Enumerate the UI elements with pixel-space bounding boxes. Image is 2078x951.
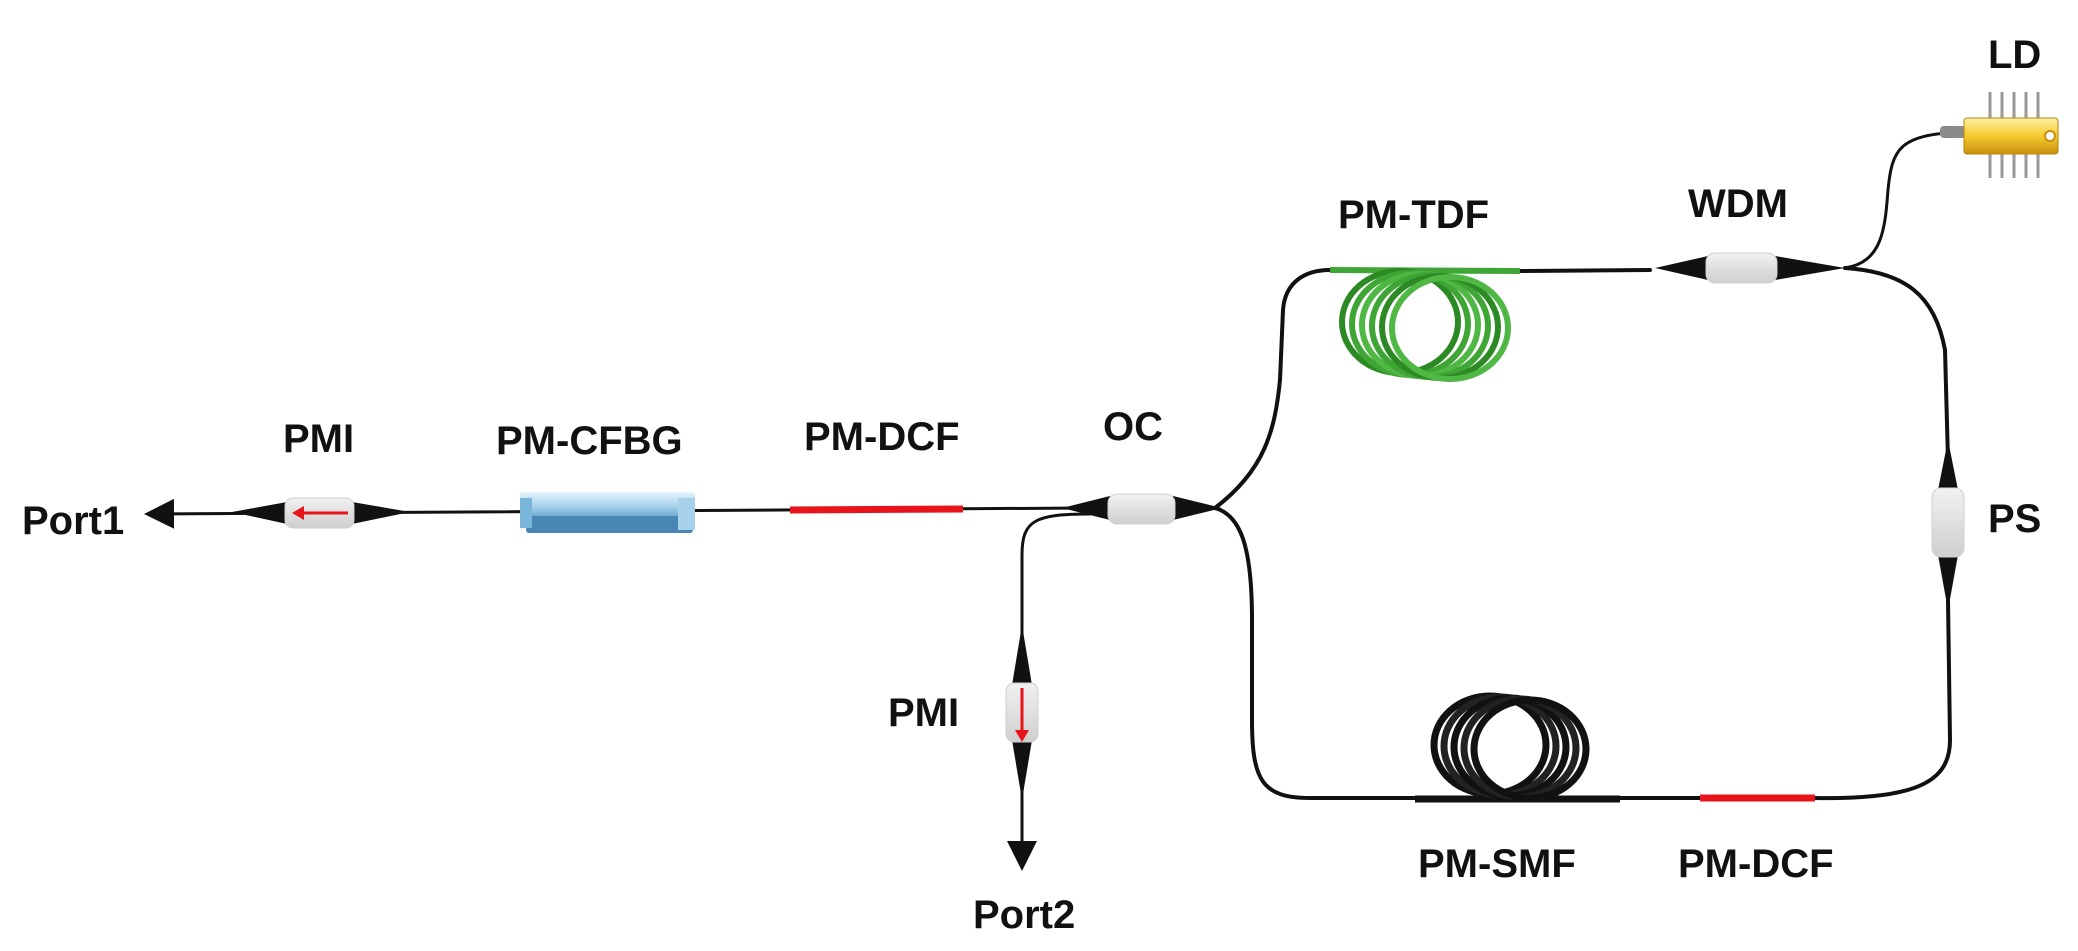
fiber-bottom-to-oc: [1213, 506, 1347, 800]
ld-label: LD: [1988, 33, 2041, 77]
pmi-top-label: PMI: [283, 417, 354, 461]
fiber-ps-to-corner: [1813, 598, 1953, 801]
ps-label: PS: [1988, 497, 2041, 541]
laser-diode-icon: [1940, 92, 2059, 178]
fiber-oc-to-tdf: [1213, 268, 1332, 510]
pm-cfbg-label: PM-CFBG: [496, 419, 683, 463]
wdm-label: WDM: [1688, 182, 1788, 226]
pm-smf-label: PM-SMF: [1418, 842, 1576, 886]
polarization-splitter-icon: [1931, 440, 1965, 610]
pm-dcf-top-label: PM-DCF: [804, 415, 960, 459]
pm-dcf-top-segment: [789, 505, 964, 514]
coupler-icon: [1062, 493, 1222, 525]
pmi-bottom-label: PMI: [888, 691, 959, 735]
grating-icon: [520, 492, 695, 533]
isolator-icon: [1005, 625, 1039, 800]
pm-dcf-bottom-label: PM-DCF: [1678, 842, 1834, 886]
fiber-coil-icon: [1430, 692, 1590, 802]
fiber-network: [144, 130, 1962, 871]
fiber-oc-to-port2: [1007, 512, 1092, 871]
oc-label: OC: [1103, 405, 1163, 449]
pm-tdf-segment: [1329, 267, 1521, 274]
fiber-wdm-to-ld: [1843, 130, 1962, 270]
fiber-coil-icon: [1339, 268, 1511, 382]
fiber-wdm-to-ps: [1843, 266, 1950, 462]
port1-label: Port1: [22, 499, 124, 543]
port2-label: Port2: [973, 893, 1075, 937]
isolator-icon: [232, 497, 410, 529]
coupler-icon: [1655, 252, 1845, 284]
fiber-tdf-to-wdm: [1518, 268, 1652, 273]
pm-tdf-label: PM-TDF: [1338, 193, 1489, 237]
